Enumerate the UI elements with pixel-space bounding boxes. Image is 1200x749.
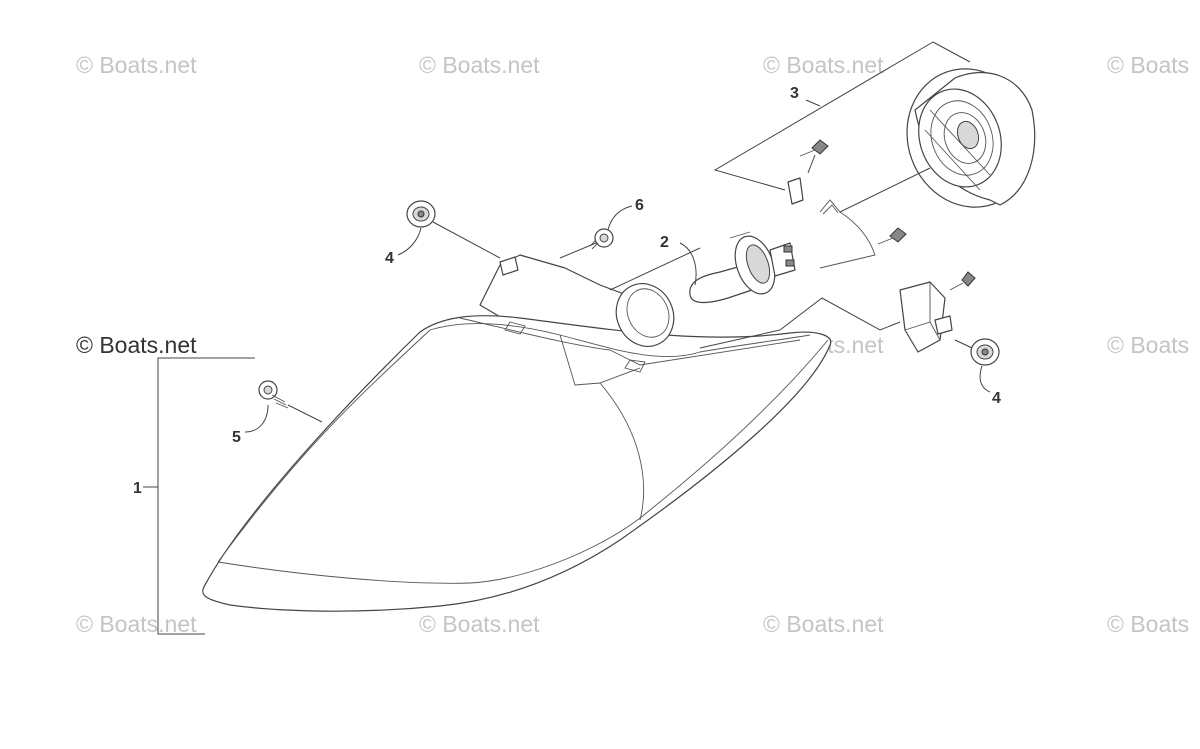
callout-6: 6 xyxy=(635,197,644,214)
grommet-left xyxy=(406,200,436,228)
screw-6 xyxy=(589,228,614,250)
watermark: © Boats.net xyxy=(419,611,540,637)
rear-dust-cover xyxy=(906,68,1036,208)
screw-5 xyxy=(258,380,289,409)
watermark: © Boats.net xyxy=(76,332,197,358)
callout-1: 1 xyxy=(133,480,142,497)
watermark: © Boats.net xyxy=(76,611,197,637)
headlight-housing xyxy=(202,254,832,612)
callout-4-right: 4 xyxy=(992,390,1001,407)
watermark: © Boats xyxy=(1107,52,1189,78)
watermark: © Boats.net xyxy=(763,52,884,78)
mounting-bracket xyxy=(899,271,976,353)
watermark: © Boats xyxy=(1107,332,1189,358)
watermark: © Boats.net xyxy=(419,52,540,78)
callout-3: 3 xyxy=(790,85,799,102)
callout-5: 5 xyxy=(232,429,241,446)
watermark: © Boats.net xyxy=(76,52,197,78)
callout-4-left: 4 xyxy=(385,250,394,267)
headlight-bulb xyxy=(689,231,796,304)
leader-lines xyxy=(143,41,991,635)
callout-labels: 1 2 3 4 4 5 6 xyxy=(133,85,1001,497)
bulb-retainer-clip xyxy=(787,139,907,269)
watermark: © Boats xyxy=(1107,611,1189,637)
callout-2: 2 xyxy=(660,234,669,251)
watermark: © Boats.net xyxy=(763,611,884,637)
grommet-right xyxy=(970,338,1000,366)
